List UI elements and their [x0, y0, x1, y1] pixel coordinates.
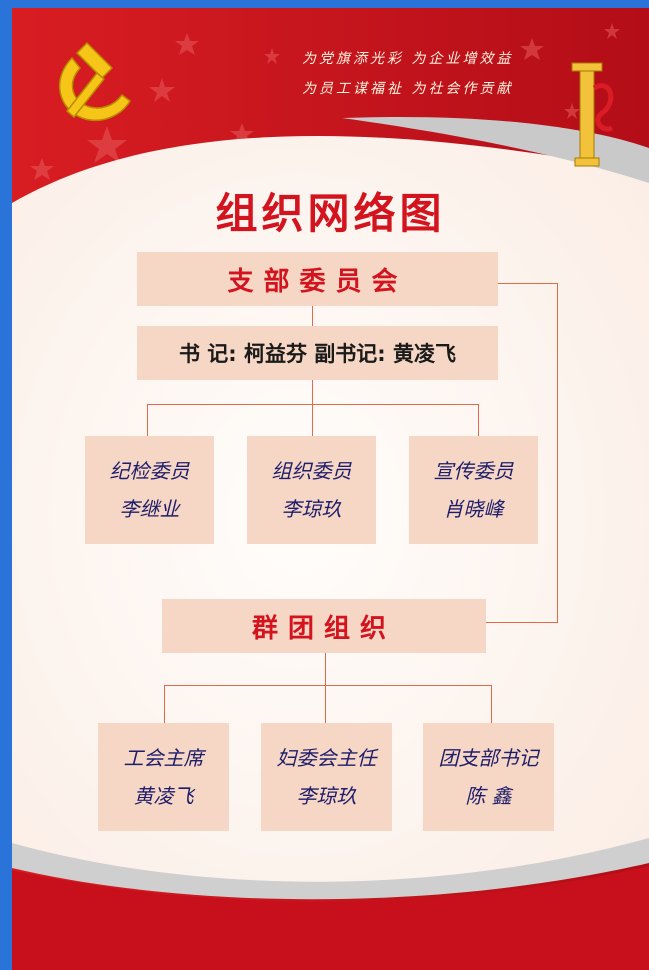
connector-line	[325, 653, 326, 686]
connector-line	[147, 404, 148, 436]
member-name: 李琼玖	[296, 784, 357, 808]
member-role: 纪检委员	[109, 459, 190, 483]
secretaries-box: 书 记: 柯益芬 副书记: 黄凌飞	[137, 326, 498, 380]
mass-member-card: 团支部书记 陈 鑫	[423, 723, 554, 831]
mass-organizations-label: 群团组织	[251, 613, 396, 644]
poster: 为党旗添光彩 为企业增效益 为员工谋福祉 为社会作贡献 组织网络图 支部委员会 …	[12, 8, 649, 970]
connector-line	[486, 622, 558, 623]
branch-committee-box: 支部委员会	[137, 252, 498, 306]
connector-line	[491, 685, 492, 723]
committee-member-card: 纪检委员 李继业	[85, 436, 214, 544]
member-name: 肖晓峰	[443, 497, 504, 521]
mass-organizations-box: 群团组织	[162, 599, 486, 653]
mass-member-card: 妇委会主任 李琼玖	[261, 723, 392, 831]
member-role: 宣传委员	[433, 459, 514, 483]
party-emblem-icon	[58, 41, 131, 122]
mass-member-card: 工会主席 黄凌飞	[98, 723, 229, 831]
connector-line	[147, 404, 479, 405]
committee-member-card: 组织委员 李琼玖	[247, 436, 376, 544]
connector-line	[478, 404, 479, 436]
member-role: 妇委会主任	[276, 746, 377, 770]
member-name: 李琼玖	[281, 497, 342, 521]
huabiao-pillar-icon	[571, 62, 614, 167]
connector-line	[164, 685, 165, 723]
connector-line	[312, 404, 313, 436]
connector-line	[312, 306, 313, 326]
connector-line	[498, 283, 558, 284]
window-top-border	[0, 0, 649, 8]
connector-line	[325, 685, 326, 723]
page-title: 组织网络图	[215, 189, 446, 238]
member-role: 组织委员	[271, 459, 352, 483]
slogan-line-2: 为员工谋福祉 为社会作贡献	[302, 81, 514, 97]
secretaries-label: 书 记: 柯益芬 副书记: 黄凌飞	[178, 342, 457, 366]
branch-committee-label: 支部委员会	[227, 266, 408, 297]
window-left-border	[0, 8, 12, 970]
member-name: 黄凌飞	[133, 784, 194, 808]
member-name: 李继业	[119, 497, 180, 521]
committee-member-card: 宣传委员 肖晓峰	[409, 436, 538, 544]
connector-line	[557, 283, 558, 623]
connector-line	[164, 685, 492, 686]
member-name: 陈 鑫	[465, 784, 512, 808]
member-role: 工会主席	[123, 746, 204, 770]
member-role: 团支部书记	[438, 746, 539, 770]
connector-line	[312, 380, 313, 405]
slogan-line-1: 为党旗添光彩 为企业增效益	[302, 51, 514, 67]
